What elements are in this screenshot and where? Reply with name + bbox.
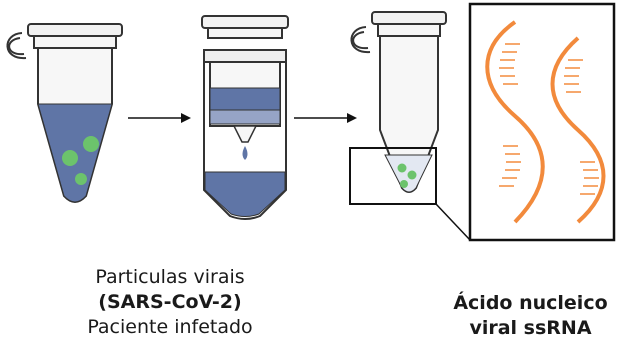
viral-particle — [62, 150, 78, 166]
rna-particle — [407, 170, 417, 180]
sample-tube-icon — [6, 23, 123, 203]
rna-caption: Ácido nucleico viral ssRNA — [438, 291, 623, 341]
caption-line: Ácido nucleico — [453, 292, 608, 314]
rna-particle — [397, 163, 407, 173]
caption-line: (SARS-CoV-2) — [98, 291, 242, 313]
rna-particle — [400, 180, 408, 188]
caption-line: viral ssRNA — [469, 317, 592, 339]
rna-tube-icon — [350, 11, 447, 193]
zoom-connector — [435, 203, 471, 241]
sample-caption: Particulas virais (SARS-CoV-2) Paciente … — [50, 265, 290, 340]
caption-line: Particulas virais — [95, 266, 245, 288]
zoom-source-box — [349, 147, 437, 205]
spin-column-icon — [201, 15, 289, 220]
extraction-diagram — [6, 2, 616, 242]
eluate-liquid — [204, 171, 286, 217]
caption-line: Paciente infetado — [87, 316, 253, 338]
viral-particle — [75, 173, 87, 185]
column-liquid — [209, 87, 281, 111]
drop — [242, 146, 248, 160]
viral-particle — [83, 136, 99, 152]
rna-strand-icon — [485, 20, 606, 224]
